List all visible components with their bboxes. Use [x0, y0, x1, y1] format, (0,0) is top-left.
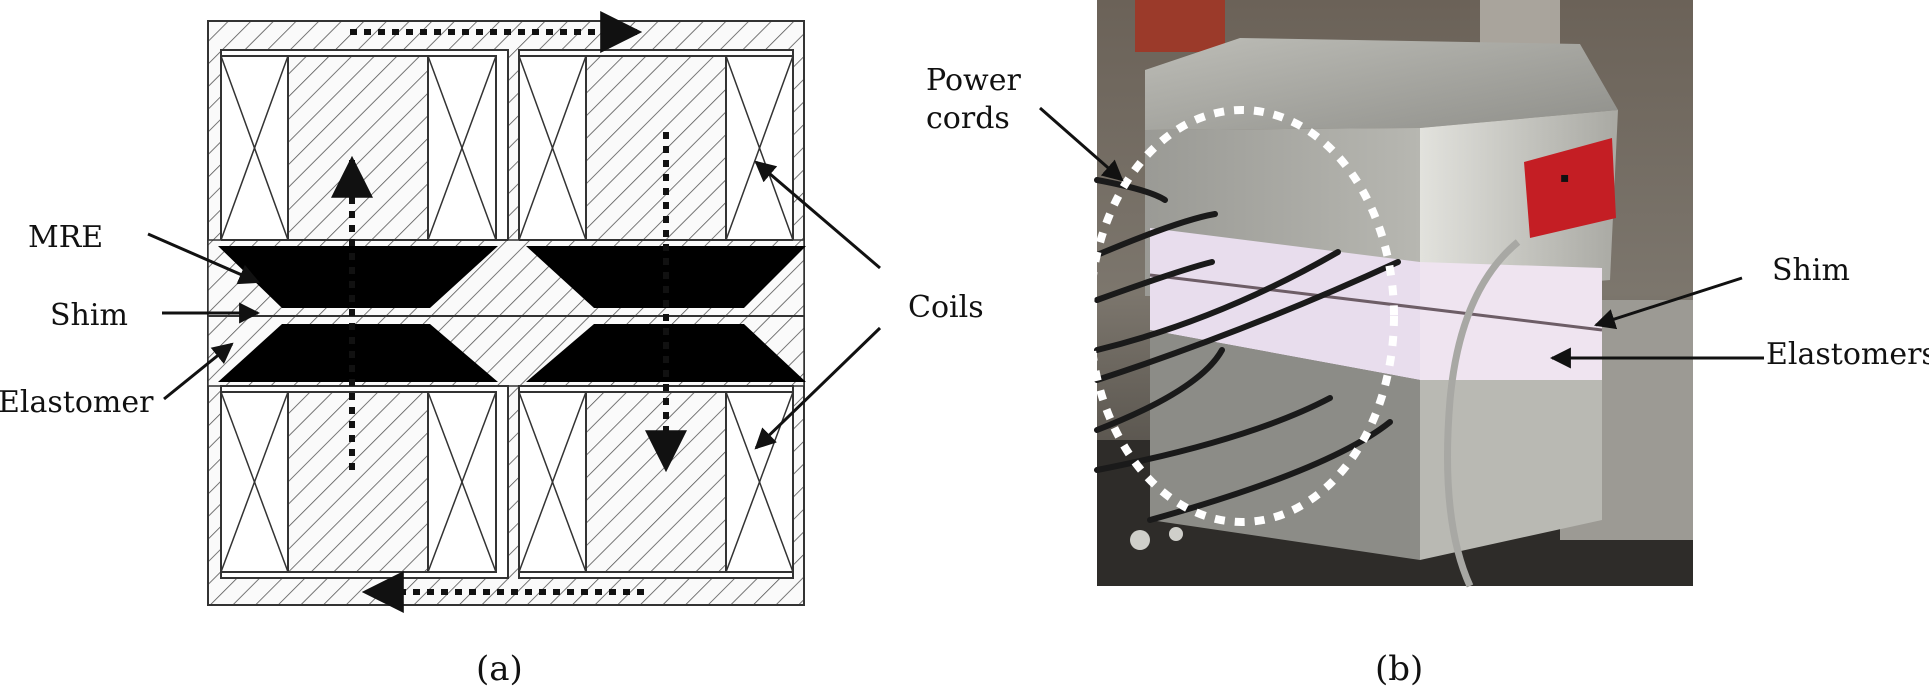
coils-leader-lower — [754, 326, 882, 450]
power-cords — [1094, 177, 1401, 523]
label-power: Power — [926, 63, 1021, 98]
label-mre: MRE — [28, 220, 103, 255]
coil-bottom-left-a — [220, 391, 289, 573]
elastomer-layer-lower-right — [526, 324, 806, 382]
label-elastomers: Elastomers — [1766, 337, 1929, 372]
label-elastomer: Elastomer — [0, 385, 154, 420]
sensor-cable — [1444, 239, 1521, 588]
caption-b: (b) — [1375, 649, 1423, 689]
bolt-1 — [1130, 530, 1150, 550]
label-shim-a: Shim — [50, 298, 128, 333]
shim-leader-b — [1594, 276, 1743, 330]
block-top — [1145, 38, 1618, 130]
bolt-2 — [1169, 527, 1183, 541]
elastomer-shim-layer — [207, 239, 806, 387]
coils-leader-upper — [754, 160, 881, 270]
block-side-lower — [1420, 380, 1602, 560]
mre-leader — [147, 232, 260, 285]
pole-bottom-right — [585, 391, 727, 573]
coil-top-left-b — [427, 55, 497, 241]
caption-a: (a) — [476, 649, 523, 689]
coil-top-right-b — [725, 55, 794, 241]
label-shim-b: Shim — [1772, 253, 1850, 288]
upper-coil-chamber — [220, 49, 794, 241]
coil-top-right-a — [518, 55, 587, 241]
device-photo: ▪ Power cords Shim Elastomers — [926, 0, 1929, 689]
cross-section-diagram: MRE Shim Elastomer Coils (a) — [0, 11, 984, 689]
red-sensor: ▪ — [1524, 138, 1616, 238]
coil-top-left-a — [220, 55, 289, 241]
elastomer-layer-lower — [218, 324, 498, 382]
shim-strip — [1149, 273, 1603, 332]
pole-top-left — [287, 55, 429, 241]
flux-path — [331, 11, 687, 613]
leader-lines-b — [1039, 106, 1764, 369]
elastomer-band-side — [1420, 262, 1602, 380]
mre-layer-upper — [218, 246, 498, 308]
coil-bottom-right-b — [725, 391, 794, 573]
label-cords: cords — [926, 101, 1010, 136]
pole-top-right — [585, 55, 727, 241]
lower-coil-chamber — [220, 385, 794, 579]
pole-bottom-left — [287, 391, 429, 573]
bg-red-equipment — [1135, 0, 1225, 52]
elastomer-leader — [163, 342, 234, 401]
coil-bottom-left-b — [427, 391, 497, 573]
elastomer-band-front — [1150, 228, 1420, 380]
label-coils: Coils — [908, 290, 984, 325]
leader-lines-a — [147, 160, 882, 450]
power-cords-leader — [1039, 106, 1124, 182]
power-cord-highlight — [1086, 106, 1398, 526]
svg-text:▪: ▪ — [1560, 170, 1570, 186]
coil-bottom-right-a — [518, 391, 587, 573]
